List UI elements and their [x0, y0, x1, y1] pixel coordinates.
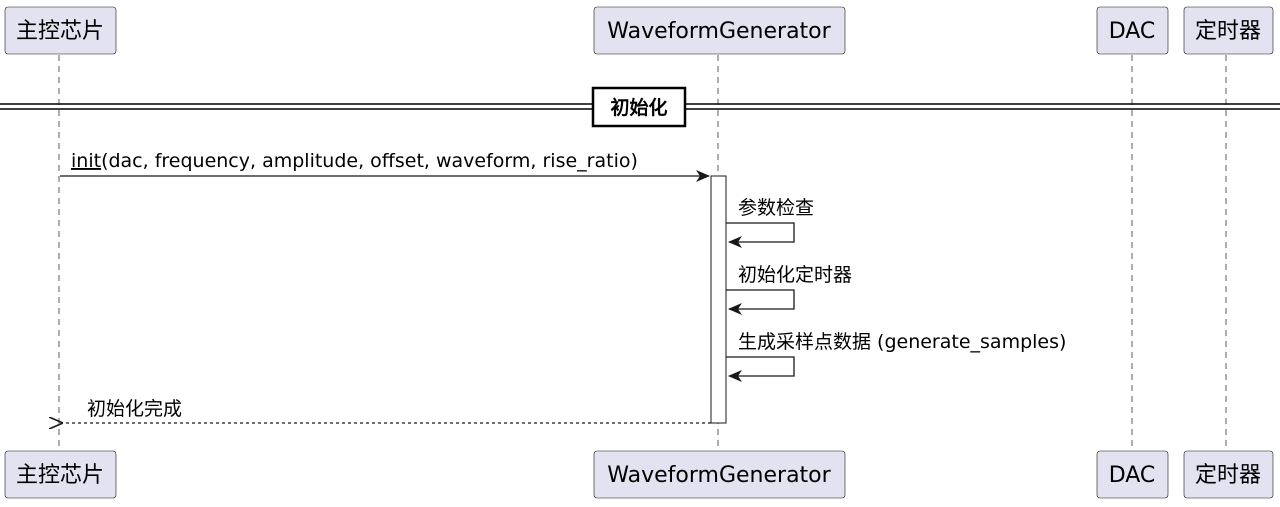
svg-text:init(dac, frequency, amplitude: init(dac, frequency, amplitude, offset, …: [71, 150, 638, 172]
message-generate-samples[interactable]: 生成采样点数据 (generate_samples): [726, 331, 1066, 382]
activation-bar: [710, 175, 727, 424]
message-init-args: (dac, frequency, amplitude, offset, wave…: [101, 150, 638, 172]
participant-waveform-generator-label: WaveformGenerator: [607, 19, 831, 44]
message-param-check[interactable]: 参数检查: [726, 197, 814, 248]
message-init-done-label: 初始化完成: [87, 398, 182, 420]
divider-label: 初始化: [610, 96, 667, 119]
participant-waveform-generator-bottom[interactable]: WaveformGenerator: [593, 450, 846, 499]
message-init-name: init: [71, 150, 101, 172]
participant-main-label: 主控芯片: [16, 19, 104, 44]
participant-dac-top[interactable]: DAC: [1096, 6, 1169, 55]
message-init-timer-arrow: [726, 289, 795, 315]
participant-timer-label: 定时器: [1195, 19, 1261, 44]
participant-timer-top[interactable]: 定时器: [1183, 6, 1274, 55]
participant-main-top[interactable]: 主控芯片: [4, 6, 117, 55]
participant-main-bottom[interactable]: 主控芯片: [4, 450, 117, 499]
participant-dac-bottom[interactable]: DAC: [1096, 450, 1169, 499]
message-init-done[interactable]: 初始化完成: [62, 398, 711, 423]
message-generate-samples-label: 生成采样点数据 (generate_samples): [738, 331, 1066, 353]
participant-waveform-generator-label-bottom: WaveformGenerator: [607, 463, 831, 488]
divider-initialization: 初始化: [0, 86, 1280, 128]
participant-timer-label-bottom: 定时器: [1195, 463, 1261, 488]
message-param-check-label: 参数检查: [738, 197, 814, 219]
message-init[interactable]: init(dac, frequency, amplitude, offset, …: [60, 150, 710, 182]
participant-main-label-bottom: 主控芯片: [16, 463, 104, 488]
participant-dac-label: DAC: [1109, 19, 1156, 44]
message-init-timer-label: 初始化定时器: [738, 264, 852, 286]
participant-waveform-generator-top[interactable]: WaveformGenerator: [593, 6, 846, 55]
participant-dac-label-bottom: DAC: [1109, 463, 1156, 488]
message-generate-samples-arrow: [726, 356, 795, 382]
message-init-timer[interactable]: 初始化定时器: [726, 264, 852, 315]
participant-timer-bottom[interactable]: 定时器: [1183, 450, 1274, 499]
message-param-check-arrow: [726, 222, 795, 248]
